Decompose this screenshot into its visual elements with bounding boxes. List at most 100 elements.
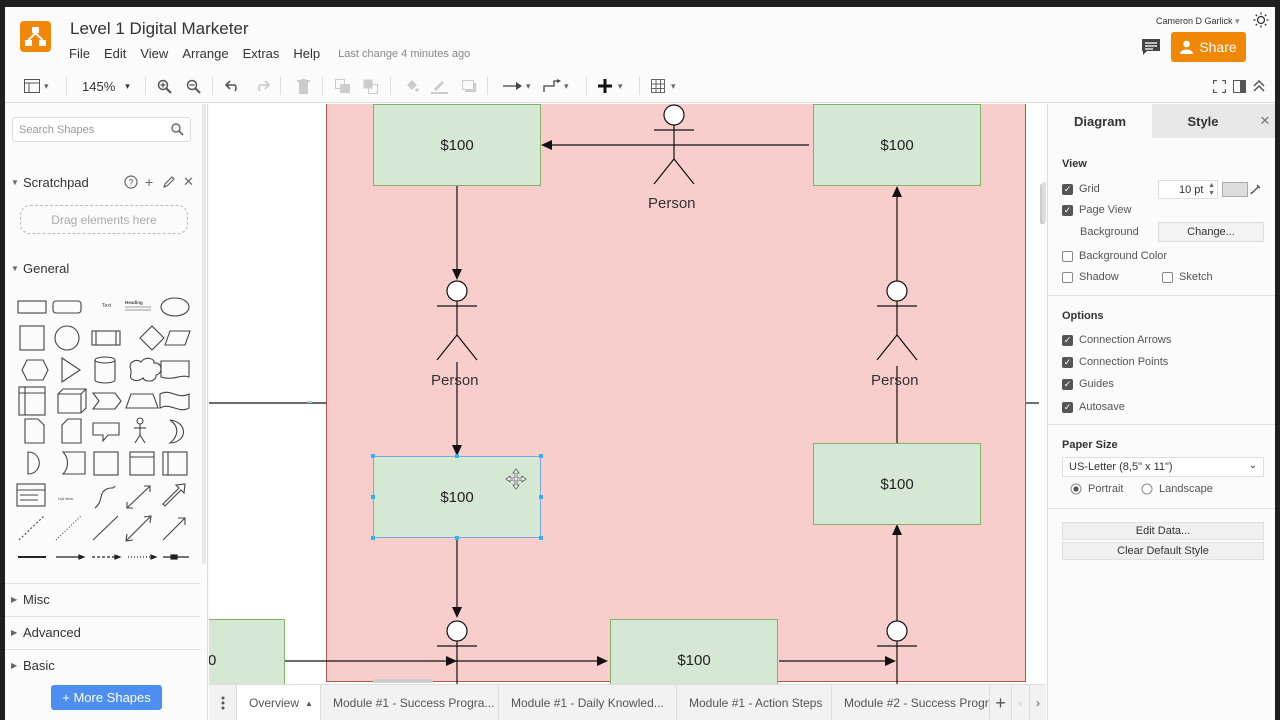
landscape-radio[interactable]: Landscape [1141,483,1213,495]
checkbox-checked[interactable]: ✓ [1062,183,1073,195]
connection-style-button[interactable]: ▾ [503,77,531,95]
checkbox-unchecked[interactable] [1162,271,1173,283]
insert-button[interactable]: ▾ [598,77,623,95]
to-back-button[interactable] [363,77,379,95]
close-icon[interactable]: ✕ [183,174,194,189]
checkbox-checked[interactable]: ✓ [1062,334,1073,346]
checkbox-checked[interactable]: ✓ [1062,204,1073,216]
tab-module-1-action[interactable]: Module #1 - Action Steps [677,685,832,720]
portrait-radio[interactable]: Portrait [1070,483,1123,495]
connection-points-checkbox[interactable]: ✓Connection Points [1062,356,1168,368]
pages-menu-button[interactable] [209,685,237,720]
zoom-in-button[interactable] [157,77,172,95]
connection-arrows-checkbox[interactable]: ✓Connection Arrows [1062,334,1171,346]
fill-color-button[interactable] [404,77,419,95]
price-box-partial[interactable]: 0 [209,619,285,684]
pink-container[interactable] [326,104,1026,682]
person-label[interactable]: Person [648,195,696,212]
general-header[interactable]: ▼ General [5,252,201,284]
prev-page-button[interactable]: ‹ [1012,685,1030,720]
document-title[interactable]: Level 1 Digital Marketer [70,19,249,38]
format-panel-toggle[interactable]: ▾ [24,77,49,95]
tab-style[interactable]: Style [1152,104,1254,138]
checkbox-unchecked[interactable] [1062,250,1073,262]
autosave-checkbox[interactable]: ✓Autosave [1062,401,1125,413]
misc-header[interactable]: ▶ Misc [5,583,201,615]
collapse-button[interactable] [1253,77,1265,95]
shadow-checkbox[interactable]: Shadow [1062,271,1119,283]
change-background-button[interactable]: Change... [1158,222,1264,242]
menu-edit[interactable]: Edit [103,46,127,61]
more-shapes-button[interactable]: + More Shapes [51,685,162,710]
next-page-button[interactable]: › [1030,685,1046,720]
clear-default-style-button[interactable]: Clear Default Style [1062,542,1264,560]
scratchpad-dropzone[interactable]: Drag elements here [20,205,188,234]
advanced-header[interactable]: ▶ Advanced [5,616,201,648]
zoom-select[interactable]: 145%▾ [82,77,130,95]
tab-module-1-daily[interactable]: Module #1 - Daily Knowled... [499,685,677,720]
grid-size-input[interactable]: 10 pt▲▼ [1158,180,1218,199]
checkbox-checked[interactable]: ✓ [1062,401,1073,413]
search-shapes-input[interactable]: Search Shapes [12,117,191,142]
person-label[interactable]: Person [871,372,919,389]
checkbox-checked[interactable]: ✓ [1062,356,1073,368]
page-view-checkbox[interactable]: ✓Page View [1062,204,1131,216]
table-button[interactable]: ▾ [651,77,676,95]
menu-extras[interactable]: Extras [242,46,280,61]
checkbox-unchecked[interactable] [1062,271,1073,283]
edit-icon[interactable] [163,176,175,188]
shadow-button[interactable] [462,77,477,95]
share-button[interactable]: Share [1171,32,1246,62]
menu-file[interactable]: File [69,46,90,61]
general-shapes-grid[interactable]: Text Heading List Item [13,290,198,570]
user-name[interactable]: Cameron D Garlick ▾ [1156,16,1240,27]
person-label[interactable]: Person [431,372,479,389]
diagram-canvas[interactable]: $100 $100 $100 $100 $100 0 Person Person… [209,104,1046,684]
redo-button[interactable] [254,77,270,95]
tab-diagram[interactable]: Diagram [1048,104,1152,138]
sketch-checkbox[interactable]: Sketch [1162,271,1213,283]
menu-help[interactable]: Help [293,46,321,61]
price-box-selected[interactable]: $100 [373,456,541,538]
menu-view[interactable]: View [140,46,169,61]
close-panel-button[interactable]: ✕ [1254,104,1275,138]
tab-overview[interactable]: Overview▲ [237,685,321,720]
panel-scrollbar[interactable] [1042,182,1046,222]
price-box[interactable]: $100 [813,443,981,525]
grid-color-swatch[interactable] [1222,182,1248,197]
grid-checkbox[interactable]: ✓Grid [1062,183,1100,195]
paper-size-select[interactable]: US-Letter (8,5" x 11")⌄ [1062,457,1264,477]
zoom-out-button[interactable] [186,77,201,95]
canvas-horizontal-scrollbar[interactable] [373,679,433,683]
to-front-button[interactable] [335,77,351,95]
undo-button[interactable] [225,77,241,95]
format-toggle-button[interactable] [1233,77,1246,95]
line-color-button[interactable] [431,77,448,95]
tab-module-2-success[interactable]: Module #2 - Success Progr... [832,685,990,720]
comments-icon[interactable] [1141,38,1161,61]
basic-header[interactable]: ▶ Basic [5,649,201,681]
edit-data-button[interactable]: Edit Data... [1062,522,1264,540]
price-box[interactable]: $100 [813,104,981,186]
price-box[interactable]: $100 [610,619,778,684]
add-page-button[interactable]: + [990,685,1012,720]
scratchpad-header[interactable]: ▼ Scratchpad ? + ✕ [5,166,201,198]
background-color-checkbox[interactable]: Background Color [1062,250,1167,262]
fullscreen-button[interactable] [1213,77,1226,95]
guides-checkbox[interactable]: ✓Guides [1062,378,1114,390]
tab-module-1-success[interactable]: Module #1 - Success Progra... [321,685,499,720]
delete-button[interactable] [297,77,310,95]
spinner-icon[interactable]: ▲▼ [1208,182,1215,197]
last-change-status[interactable]: Last change 4 minutes ago [338,48,471,60]
color-picker-icon[interactable] [1250,183,1262,195]
drawio-logo[interactable] [20,21,51,52]
waypoints-button[interactable]: ▾ [543,77,569,95]
help-icon[interactable]: ? [124,175,138,189]
menu-arrange[interactable]: Arrange [182,46,229,61]
price-box[interactable]: $100 [373,104,541,186]
add-icon[interactable]: + [145,174,154,190]
sidebar-scrollbar[interactable] [202,104,206,564]
theme-sun-icon[interactable] [1253,12,1269,33]
selection-handles[interactable] [369,452,545,542]
checkbox-checked[interactable]: ✓ [1062,378,1073,390]
